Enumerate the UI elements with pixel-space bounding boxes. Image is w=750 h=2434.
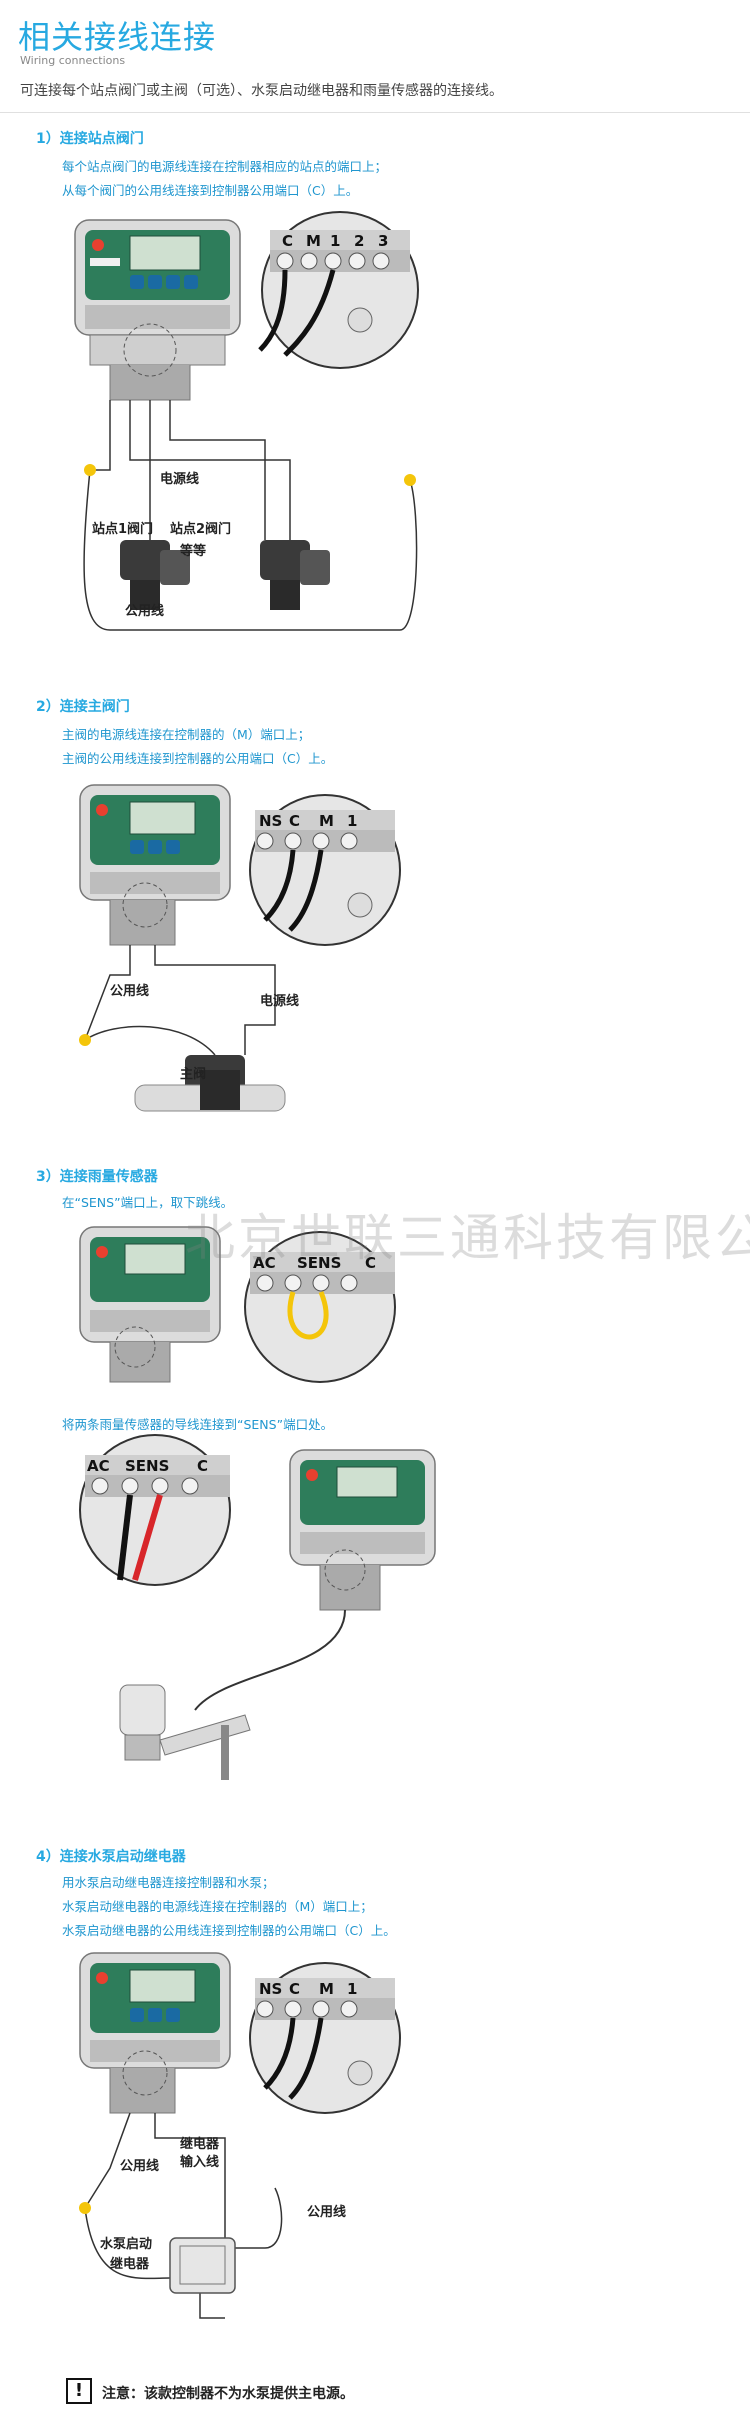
section-2-line-1: 主阀的电源线连接在控制器的（M）端口上； <box>62 727 311 742</box>
label-etc: 等等 <box>179 543 206 559</box>
terminal-label: C <box>197 1457 208 1475</box>
terminal-label: SENS <box>125 1457 169 1475</box>
controller <box>79 1226 221 1383</box>
section-4-line-2: 水泵启动继电器的电源线连接在控制器的（M）端口上； <box>62 1899 373 1914</box>
terminal-label: 3 <box>378 232 388 250</box>
section-1-line-2: 从每个阀门的公用线连接到控制器公用端口（C）上。 <box>62 183 359 198</box>
section-4-heading: 4）连接水泵启动继电器 <box>36 1849 186 1865</box>
label-relay-input-2: 输入线 <box>180 2154 219 2170</box>
label-common-wire-a: 公用线 <box>120 2158 159 2174</box>
label-common-wire: 公用线 <box>125 603 164 619</box>
master-valve <box>134 1055 286 1112</box>
terminal-label: M <box>306 232 321 250</box>
divider <box>0 112 750 113</box>
section-3-heading: 3）连接雨量传感器 <box>36 1169 158 1185</box>
page-subtitle: Wiring connections <box>20 54 126 67</box>
controller <box>79 1952 231 2114</box>
label-relay-2: 继电器 <box>110 2256 150 2272</box>
rain-sensor-wiring-diagram: AC SENS C <box>79 1434 436 1780</box>
terminal-zoom: AC SENS C <box>244 1231 396 1383</box>
section-1-line-1: 每个站点阀门的电源线连接在控制器相应的站点的端口上； <box>62 159 388 174</box>
label-station2: 站点2阀门 <box>170 521 231 537</box>
station-valve-diagram: C M 1 2 3 电源线 站点1阀门 站点2阀门 等等 公用线 <box>74 211 419 631</box>
section-1-heading: 1）连接站点阀门 <box>36 131 144 147</box>
warning-icon: ! <box>66 2378 92 2404</box>
terminal-label: AC <box>87 1457 110 1475</box>
terminal-zoom: C M 1 2 3 <box>258 211 419 369</box>
terminal-label: C <box>289 812 300 830</box>
terminal-zoom: NS C M 1 <box>249 1962 401 2114</box>
controller <box>74 219 241 401</box>
intro-text: 可连接每个站点阀门或主阀（可选）、水泵启动继电器和雨量传感器的连接线。 <box>20 83 503 99</box>
terminal-label: 1 <box>347 1980 357 1998</box>
terminal-label: NS <box>259 812 282 830</box>
terminal-label: 1 <box>347 812 357 830</box>
pump-relay-diagram: NS C M 1 继电器 输入线 公用线 公用线 水泵启动 继电器 <box>79 1952 401 2319</box>
terminal-label: C <box>365 1254 376 1272</box>
terminal-label: AC <box>253 1254 276 1272</box>
station-valve-2 <box>260 540 330 610</box>
terminal-label: SENS <box>297 1254 341 1272</box>
terminal-label: NS <box>259 1980 282 1998</box>
pump-relay <box>169 2237 236 2294</box>
section-4-line-1: 用水泵启动继电器连接控制器和水泵； <box>62 1875 275 1890</box>
jumper-wire <box>287 1291 329 1340</box>
section-3-line-2: 将两条雨量传感器的导线连接到“SENS”端口处。 <box>62 1417 334 1432</box>
label-power-wire: 电源线 <box>160 471 199 487</box>
controller <box>289 1449 436 1611</box>
terminal-label: 1 <box>330 232 340 250</box>
section-2-line-2: 主阀的公用线连接到控制器的公用端口（C）上。 <box>62 751 334 766</box>
label-relay-1: 水泵启动 <box>100 2236 152 2252</box>
rain-sensor <box>119 1684 251 1780</box>
note-text: 注意：该款控制器不为水泵提供主电源。 <box>102 2386 354 2402</box>
section-3-line-1: 在“SENS”端口上，取下跳线。 <box>62 1195 234 1210</box>
section-4-line-3: 水泵启动继电器的公用线连接到控制器的公用端口（C）上。 <box>62 1923 396 1938</box>
rain-sensor-jumper-diagram: AC SENS C <box>79 1226 396 1383</box>
section-2-heading: 2）连接主阀门 <box>36 699 130 715</box>
label-common-wire-b: 公用线 <box>307 2204 346 2220</box>
watermark: 北京世联三通科技有限公司 <box>185 1209 750 1267</box>
label-power-wire: 电源线 <box>260 993 299 1009</box>
label-station1: 站点1阀门 <box>92 521 153 537</box>
controller <box>79 784 231 946</box>
label-common-wire: 公用线 <box>110 983 149 999</box>
terminal-label: C <box>282 232 293 250</box>
terminal-zoom: NS C M 1 <box>249 794 401 946</box>
page-title: 相关接线连接 <box>18 18 217 56</box>
master-valve-diagram: NS C M 1 公用线 电源线 主阀 <box>79 784 401 1112</box>
terminal-label: 2 <box>354 232 364 250</box>
terminal-zoom: AC SENS C <box>79 1434 231 1586</box>
terminal-label: M <box>319 812 334 830</box>
terminal-label: M <box>319 1980 334 1998</box>
label-relay-input-1: 继电器 <box>180 2136 220 2152</box>
station-valve-1 <box>120 540 190 610</box>
label-master-valve: 主阀 <box>180 1066 206 1082</box>
terminal-label: C <box>289 1980 300 1998</box>
